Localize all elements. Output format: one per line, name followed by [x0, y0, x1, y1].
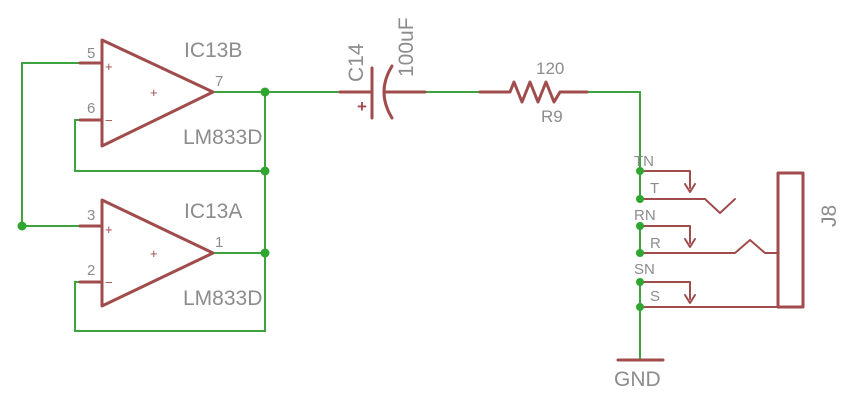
ic13b-pin-6-label: 6: [87, 100, 95, 117]
junction-dot-t: [636, 195, 644, 203]
ic13a-pin-3-label: 3: [87, 207, 95, 224]
junction-dot-input: [17, 221, 27, 231]
j8-rn-lead: [639, 225, 691, 244]
junction-dot-tn: [636, 167, 644, 175]
junction-dot-sn: [636, 278, 644, 286]
r9-name: R9: [541, 107, 563, 126]
j8-pin-sn: SN: [634, 261, 655, 278]
junction-dot-r: [636, 249, 644, 257]
j8-sn-lead: [639, 281, 691, 300]
op-amp-ic13a[interactable]: + − + 3 2 1 IC13A LM833D: [78, 198, 262, 310]
ic13b-minus-sign: −: [105, 113, 113, 128]
r9-zigzag: [478, 80, 589, 104]
j8-rn-arrow: [684, 238, 696, 248]
gnd-label: GND: [614, 368, 661, 391]
op-amp-ic13b[interactable]: + − + 5 6 7 IC13B LM833D: [78, 38, 262, 149]
ic13b-name: IC13B: [184, 39, 242, 62]
ic13a-name: IC13A: [184, 200, 242, 223]
jack-j8[interactable]: TN T RN R SN S J8: [634, 153, 841, 309]
ground-symbol[interactable]: GND: [614, 358, 665, 391]
ic13a-plus-sign: +: [105, 222, 113, 237]
junction-dot-s: [636, 303, 644, 311]
wire-ic13b-feedback: [74, 119, 266, 172]
ic13a-body: [100, 198, 215, 308]
capacitor-c14[interactable]: + C14 100uF: [338, 17, 427, 120]
resistor-r9[interactable]: 120 R9: [478, 59, 589, 126]
j8-pin-t: T: [650, 180, 659, 197]
junction-dot-feedback-b: [260, 166, 270, 176]
j8-pin-r: R: [650, 235, 661, 252]
ic13a-minus-sign: −: [105, 275, 113, 290]
ic13a-inner-sign: +: [150, 246, 158, 261]
j8-pin-rn: RN: [634, 207, 656, 224]
j8-pin-tn: TN: [634, 153, 654, 170]
wire-ic13a-feedback: [74, 252, 266, 332]
junction-dot-output-bottom: [260, 248, 270, 258]
c14-polarity-sign: +: [357, 97, 367, 116]
c14-name: C14: [345, 43, 368, 82]
j8-tn-arrow: [684, 183, 696, 193]
c14-value: 100uF: [395, 17, 418, 77]
j8-body: [776, 171, 805, 309]
j8-t-spring: [639, 198, 736, 214]
j8-sn-arrow: [684, 294, 696, 304]
ic13a-pin-1-label: 1: [215, 234, 223, 251]
wire-ic13b-plus-input: [21, 62, 81, 227]
junctions: [17, 87, 644, 311]
j8-tn-lead: [639, 170, 691, 189]
wires: [21, 62, 641, 359]
j8-pin-s: S: [650, 288, 660, 305]
ic13b-body: [100, 38, 215, 148]
ic13a-value: LM833D: [183, 287, 262, 310]
ic13b-inner-sign: +: [150, 85, 158, 100]
j8-name: J8: [818, 205, 841, 227]
ic13b-plus-sign: +: [105, 59, 113, 74]
ic13b-pin-5-label: 5: [87, 45, 95, 62]
junction-dot-output-top: [260, 87, 270, 97]
junction-dot-rn: [636, 222, 644, 230]
j8-r-spring: [639, 239, 779, 254]
wire-r9-to-jack: [586, 91, 641, 172]
ic13a-pin-2-label: 2: [87, 262, 95, 279]
ic13b-value: LM833D: [183, 126, 262, 149]
r9-value: 120: [536, 59, 564, 78]
ic13b-pin-7-label: 7: [215, 73, 223, 90]
